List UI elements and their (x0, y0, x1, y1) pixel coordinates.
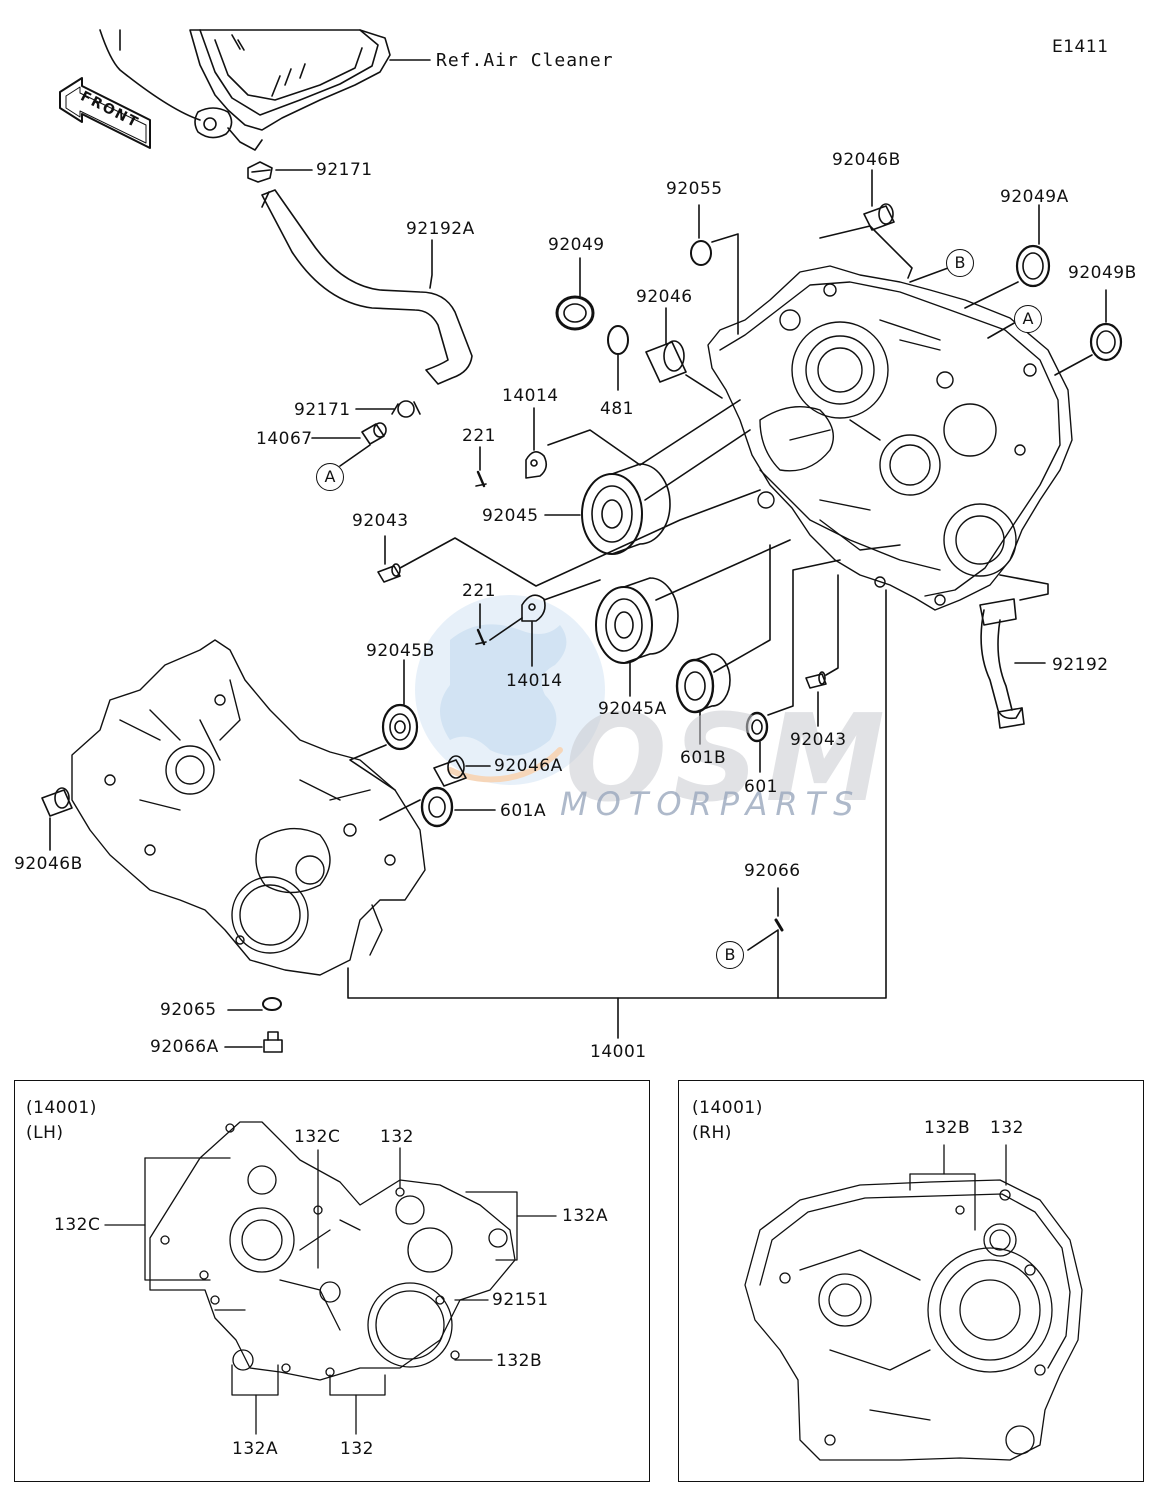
part-label[interactable]: 92046B (832, 150, 901, 170)
bearing-92045B (381, 703, 419, 751)
part-label[interactable]: 14014 (506, 671, 563, 691)
part-label[interactable]: 92043 (352, 511, 409, 531)
part-label[interactable]: 92192 (1052, 655, 1109, 675)
part-label[interactable]: 92066 (744, 861, 801, 881)
dowel-92043-right (805, 671, 827, 689)
part-label[interactable]: 92055 (666, 179, 723, 199)
seal-92049A (1015, 244, 1051, 288)
part-label[interactable]: 132A (232, 1439, 279, 1459)
part-label[interactable]: 132B (496, 1351, 543, 1371)
part-label[interactable]: 92171 (294, 400, 351, 420)
air-cleaner-housing (99, 29, 431, 151)
o-ring-92055 (690, 240, 712, 266)
inset-lh-side: (LH) (26, 1123, 64, 1143)
watermark-globe (415, 595, 605, 785)
part-label[interactable]: 14001 (590, 1042, 647, 1062)
bearing-601A (420, 786, 454, 828)
bearing-92046 (645, 340, 687, 383)
inset-rh-drawing (744, 1144, 1083, 1461)
inset-rh-box (678, 1080, 1144, 1482)
washer-92065 (262, 997, 282, 1011)
part-label[interactable]: 92045B (366, 641, 435, 661)
bearing-92046B-left (41, 787, 73, 817)
bearing-92046A (433, 755, 467, 787)
inset-lh-box (14, 1080, 650, 1482)
bearing-601 (745, 711, 769, 743)
part-label[interactable]: 92066A (150, 1037, 219, 1057)
part-label[interactable]: 481 (600, 399, 634, 419)
part-label[interactable]: 92045A (598, 699, 667, 719)
watermark-subtitle: MOTORPARTS (560, 785, 862, 823)
inset-rh-side: (RH) (692, 1123, 732, 1143)
part-label[interactable]: 92046B (14, 854, 83, 874)
part-label[interactable]: 92192A (406, 219, 475, 239)
clamp-92171-mid (391, 400, 421, 418)
part-label[interactable]: 92049 (548, 235, 605, 255)
callout-b: B (716, 941, 744, 969)
part-label[interactable]: 132A (562, 1206, 609, 1226)
part-label[interactable]: 92049A (1000, 187, 1069, 207)
seal-92049B (1089, 322, 1123, 362)
part-label[interactable]: 92045 (482, 506, 539, 526)
part-label[interactable]: 92151 (492, 1290, 549, 1310)
part-label[interactable]: 92065 (160, 1000, 217, 1020)
part-label[interactable]: 601A (500, 801, 547, 821)
part-label[interactable]: 601 (744, 777, 778, 797)
part-label[interactable]: 92043 (790, 730, 847, 750)
part-label[interactable]: 92046A (494, 756, 563, 776)
callout-a: A (316, 463, 344, 491)
clamp-92171-top (247, 161, 273, 183)
dowel-92043-left (377, 563, 401, 583)
part-label[interactable]: 601B (680, 748, 727, 768)
inset-rh-code: (14001) (692, 1098, 763, 1118)
crankcase-rh (707, 265, 1073, 611)
part-label[interactable]: 132 (340, 1439, 374, 1459)
callout-a: A (1014, 305, 1042, 333)
part-label[interactable]: 132 (380, 1127, 414, 1147)
bearing-92045 (581, 463, 671, 555)
front-arrow (59, 77, 151, 149)
inset-lh-drawing (104, 1121, 557, 1435)
part-label[interactable]: 132C (54, 1215, 101, 1235)
bearing-601B (675, 653, 731, 714)
ref-air-cleaner-label: Ref.Air Cleaner (436, 50, 614, 71)
part-label[interactable]: 14067 (256, 429, 313, 449)
diagram-id: E1411 (1052, 37, 1109, 57)
part-label[interactable]: 132C (294, 1127, 341, 1147)
part-label[interactable]: 92046 (636, 287, 693, 307)
hose-92192A (261, 189, 473, 385)
watermark-brand: OSM (565, 690, 891, 829)
part-label[interactable]: 92049B (1068, 263, 1137, 283)
callout-b: B (946, 249, 974, 277)
part-label[interactable]: 132 (990, 1118, 1024, 1138)
bearing-92045A (595, 577, 679, 664)
part-label[interactable]: 132B (924, 1118, 971, 1138)
seal-92049 (555, 295, 595, 331)
bearing-92046B-top (863, 203, 895, 231)
part-label[interactable]: 14014 (502, 386, 559, 406)
plug-14067 (361, 422, 387, 445)
part-label[interactable]: 92171 (316, 160, 373, 180)
inset-lh-code: (14001) (26, 1098, 97, 1118)
part-label[interactable]: 221 (462, 581, 496, 601)
plate-14014-mid (521, 594, 546, 622)
hose-92192 (979, 598, 1025, 729)
crankcase-lh (71, 639, 426, 976)
circlip-481 (607, 325, 629, 355)
plate-14014-top (525, 451, 548, 479)
part-label[interactable]: 221 (462, 426, 496, 446)
plug-92066A (263, 1031, 283, 1053)
